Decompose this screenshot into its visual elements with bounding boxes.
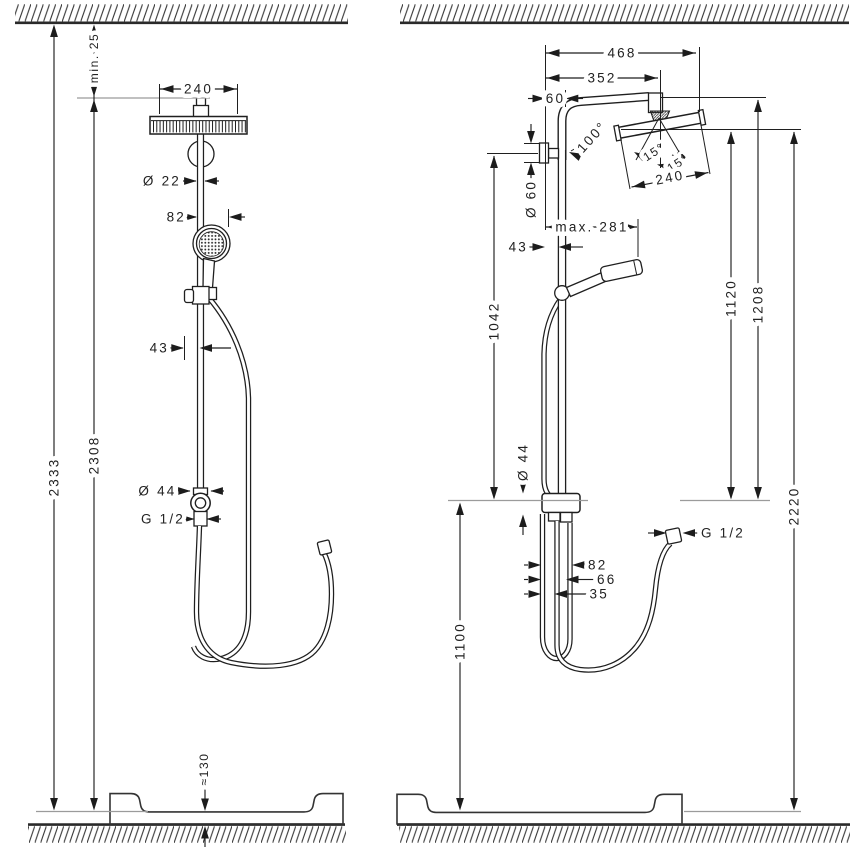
spray-plate-texture (153, 120, 246, 133)
dim-total-height-label: 2333 (47, 458, 62, 497)
bathtub-profile-left (109, 792, 344, 825)
ceiling (15, 4, 849, 25)
slider-holder (183, 285, 210, 305)
dim-hose-b-label: 66 (597, 572, 616, 587)
dim-head-length-label: 240 (654, 167, 685, 187)
hose-end-fitting-side (664, 527, 683, 545)
dim-wall-clearance-pipe-label: 43 (509, 240, 528, 255)
dim-hose-thread-label: G 1/2 (701, 526, 745, 541)
dim-flange-diameter-label: Ø 60 (524, 180, 539, 218)
hose-union (190, 487, 211, 527)
hand-shower-side (554, 258, 644, 301)
dim-holder-offset-label: 43 (150, 341, 169, 356)
dim-union-diameter-label: Ø 44 (138, 484, 176, 499)
dim-reach-arm-label: 352 (587, 71, 616, 86)
floor (28, 823, 850, 843)
bathtub-profile-right (396, 793, 683, 825)
dim-reach-total-label: 468 (607, 46, 636, 61)
dim-head-width-label: 240 (184, 82, 213, 97)
dim-min-ceiling-label: min. 25 (87, 33, 101, 84)
dim-bend-angle-label: 100° (574, 118, 610, 155)
dimensions-left: 2333 min. 25 2308 240 Ø 22 82 4 (36, 24, 245, 847)
hose-end-fitting (316, 539, 333, 556)
dimensions-right: 468 352 60 Ø 60 100° 15° 15° (448, 41, 806, 813)
dim-tub-height-label: ≈130 (197, 752, 211, 785)
dim-head-to-outlet-label: 1120 (724, 279, 739, 317)
dim-union-diameter-side-label: Ø 44 (516, 443, 531, 481)
dim-pipe-diameter-label: Ø 22 (143, 174, 181, 189)
dim-hose-c-label: 35 (590, 587, 609, 602)
right-view-side (396, 92, 707, 825)
left-view-front (109, 93, 344, 825)
dim-head-to-tub-label: 2220 (787, 487, 802, 526)
dim-height-to-connection-label: 2308 (87, 436, 102, 475)
dim-arm-to-outlet-label: 1208 (751, 285, 766, 324)
wall-bracket-side (538, 142, 560, 164)
dim-outlet-to-tub-label: 1100 (453, 622, 468, 660)
dim-outlet-thread-label: G 1/2 (141, 512, 185, 527)
dim-bracket-to-outlet-label: 1042 (487, 302, 502, 341)
dim-max-reach-label: max. 281 (555, 220, 628, 235)
dim-handshower-offset-label: 82 (167, 210, 186, 225)
dim-hose-a-label: 82 (588, 558, 607, 573)
dim-wall-clearance-top-label: 60 (546, 91, 565, 106)
outlet-body (541, 492, 581, 523)
